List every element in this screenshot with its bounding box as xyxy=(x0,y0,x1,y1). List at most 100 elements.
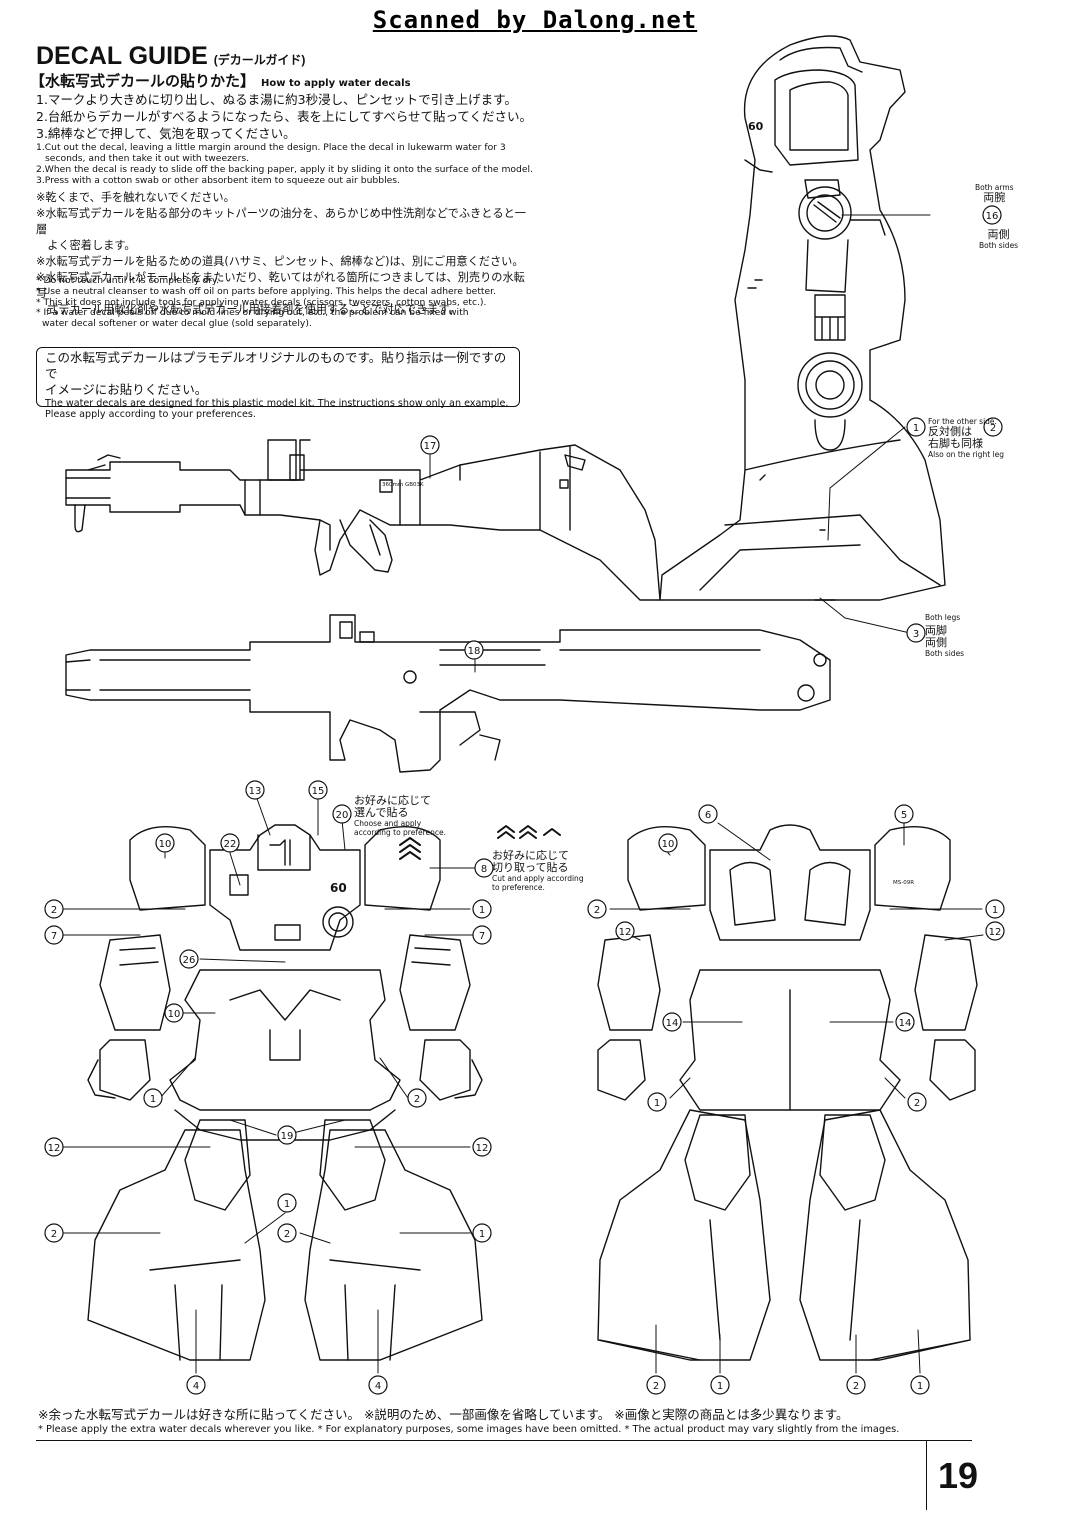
note-jp-6: 式デカール用軟化剤や水転写式デカール用接着剤を使用することで対応できます。 xyxy=(36,303,460,316)
callout-2: 2 xyxy=(990,423,996,434)
page-divider-vertical xyxy=(926,1440,927,1510)
callout-2: 2 xyxy=(653,1381,659,1392)
right-leg-jp: 右脚も同様 xyxy=(928,437,983,450)
callout-19: 18 xyxy=(468,646,481,657)
callout-12: 12 xyxy=(619,927,632,938)
note-jp-2: ※水転写式デカールを貼る部分のキットパーツの油分を、あらかじめ中性洗剤などでふき… xyxy=(36,207,526,236)
label-other-side: For the other side. 反対側は 右脚も同様 Also on t… xyxy=(928,417,1004,459)
both-arms-en: Both arms xyxy=(975,183,1014,192)
info-box: この水転写式デカールはプラモデルオリジナルのものです。貼り指示は一例ですので イ… xyxy=(36,347,520,420)
callout-7: 7 xyxy=(51,931,57,942)
both-sides-en: Both sides xyxy=(979,241,1019,250)
step-en-2: 2.When the decal is ready to slide off t… xyxy=(36,164,534,175)
note-jp-5: ※水転写式デカールがモールドをまたいだり、乾いてはがれる箇所につきましては、別売… xyxy=(36,271,525,300)
callout-10: 10 xyxy=(168,1009,181,1020)
callout-16: 16 xyxy=(986,211,999,222)
callout-17: 19 xyxy=(281,1131,294,1142)
callout-10: 10 xyxy=(662,839,675,850)
bazooka-marking: 360mm GB03K xyxy=(382,482,424,488)
callout-numbers: 17 18 16 1 2 3 10 22 13 15 20 8 2 7 1 7 … xyxy=(48,211,1002,1392)
callout-2: 2 xyxy=(594,905,600,916)
footer-jp: ※余った水転写式デカールは好きな所に貼ってください。 ※説明のため、一部画像を省… xyxy=(38,1407,849,1422)
info-en-1: The water decals are designed for this p… xyxy=(45,398,509,409)
label-choose: お好みに応じて 選んで貼る Choose and apply according… xyxy=(354,794,446,838)
howto-en: How to apply water decals xyxy=(261,78,411,89)
notes-en: * Do not touch until it is completely dr… xyxy=(36,275,497,330)
both-legs-jp: 両脚 xyxy=(925,624,947,637)
both-sides2-en: Both sides xyxy=(925,649,965,658)
title-jp: (デカールガイド) xyxy=(213,53,306,67)
callout-12: 12 xyxy=(48,1143,61,1154)
callout-1: 1 xyxy=(150,1094,156,1105)
note-jp-1: ※乾くまで、手を触れないでください。 xyxy=(36,191,235,204)
howto-heading: 【水転写式デカールの貼りかた】 How to apply water decals xyxy=(30,70,411,91)
callout-20: 20 xyxy=(336,810,349,821)
step-en-3: 3.Press with a cotton swab or other abso… xyxy=(36,175,400,186)
callout-10: 10 xyxy=(159,839,172,850)
cut-jp-1: お好みに応じて xyxy=(492,849,569,862)
callout-15: 15 xyxy=(312,786,325,797)
helmet-number: 60 xyxy=(748,120,764,133)
howto-jp: 【水転写式デカールの貼りかた】 xyxy=(30,72,256,90)
note-en-5: water decal softener or water decal glue… xyxy=(42,318,312,330)
back-view-robot xyxy=(597,824,978,1361)
label-both-arms: Both arms 両腕 xyxy=(975,183,1014,204)
note-en-2: * Use a neutral cleanser to wash off oil… xyxy=(36,285,497,297)
front-view-robot xyxy=(87,824,483,1361)
callout-1: 1 xyxy=(654,1098,660,1109)
note-en-1: * Do not touch until it is completely dr… xyxy=(36,275,220,286)
right-leg-en: Also on the right leg xyxy=(928,450,1004,459)
callout-12: 12 xyxy=(476,1143,489,1154)
cut-jp-2: 切り取って貼る xyxy=(492,861,569,874)
bazooka-upper xyxy=(65,439,661,601)
callout-1: 1 xyxy=(992,905,998,916)
both-sides2-jp: 両側 xyxy=(925,636,947,649)
callout-circles xyxy=(44,205,1005,1395)
callout-14: 14 xyxy=(666,1018,679,1029)
callout-1: 1 xyxy=(479,905,485,916)
both-sides-jp: 両側 xyxy=(987,228,1010,241)
callout-2: 2 xyxy=(914,1098,920,1109)
both-arms-jp: 両腕 xyxy=(983,191,1006,204)
callout-1: 1 xyxy=(717,1381,723,1392)
title-en: DECAL GUIDE xyxy=(36,42,208,70)
callout-2: 2 xyxy=(414,1094,420,1105)
label-cut: お好みに応じて 切り取って貼る Cut and apply according … xyxy=(492,849,584,893)
page-number: 19 xyxy=(938,1455,979,1496)
watermark: Scanned by Dalong.net xyxy=(372,6,698,34)
note-jp-4: ※水転写式デカールを貼るための道具(ハサミ、ピンセット、綿棒など)は、別にご用意… xyxy=(36,255,524,268)
note-en-3: * This kit does not include tools for ap… xyxy=(36,296,487,308)
choose-en-1: Choose and apply xyxy=(354,819,422,828)
footer-en: * Please apply the extra water decals wh… xyxy=(38,1424,900,1435)
other-side-en: For the other side. xyxy=(928,417,997,426)
choose-jp-2: 選んで貼る xyxy=(354,806,409,819)
side-view-robot xyxy=(659,35,946,601)
callout-3: 3 xyxy=(913,629,919,640)
step-en-1: 1.Cut out the decal, leaving a little ma… xyxy=(36,142,506,153)
leader-lines xyxy=(59,214,984,1374)
callout-13: 13 xyxy=(249,786,262,797)
callout-2: 2 xyxy=(51,1229,57,1240)
callout-1: 1 xyxy=(284,1199,290,1210)
callout-2: 2 xyxy=(853,1381,859,1392)
label-both-legs: Both legs 両脚 両側 Both sides xyxy=(925,613,964,658)
callout-8: 8 xyxy=(481,864,487,875)
callout-4: 4 xyxy=(193,1381,199,1392)
callout-2: 2 xyxy=(51,905,57,916)
callout-12: 12 xyxy=(989,927,1002,938)
callout-6: 6 xyxy=(705,810,711,821)
choose-jp-1: お好みに応じて xyxy=(354,794,431,807)
step-jp-3: 3.綿棒などで押して、気泡を取ってください。 xyxy=(36,126,296,141)
step-jp-1: 1.マークより大きめに切り出し、ぬるま湯に約3秒浸し、ピンセットで引き上げます。 xyxy=(36,92,517,107)
info-en-2: Please apply according to your preferenc… xyxy=(45,409,256,420)
ms-code: MS-09R xyxy=(893,880,914,886)
step-en-1b: seconds, and then take it out with tweez… xyxy=(45,153,250,164)
step-jp-2: 2.台紙からデカールがすべるようになったら、表を上にしてすべらせて貼ってください… xyxy=(36,109,533,124)
callout-4: 4 xyxy=(375,1381,381,1392)
callout-2: 2 xyxy=(284,1229,290,1240)
cut-en-2: to preference. xyxy=(492,883,545,892)
callout-1: 1 xyxy=(913,423,919,434)
cut-en-1: Cut and apply according xyxy=(492,874,584,883)
callout-14: 14 xyxy=(899,1018,912,1029)
